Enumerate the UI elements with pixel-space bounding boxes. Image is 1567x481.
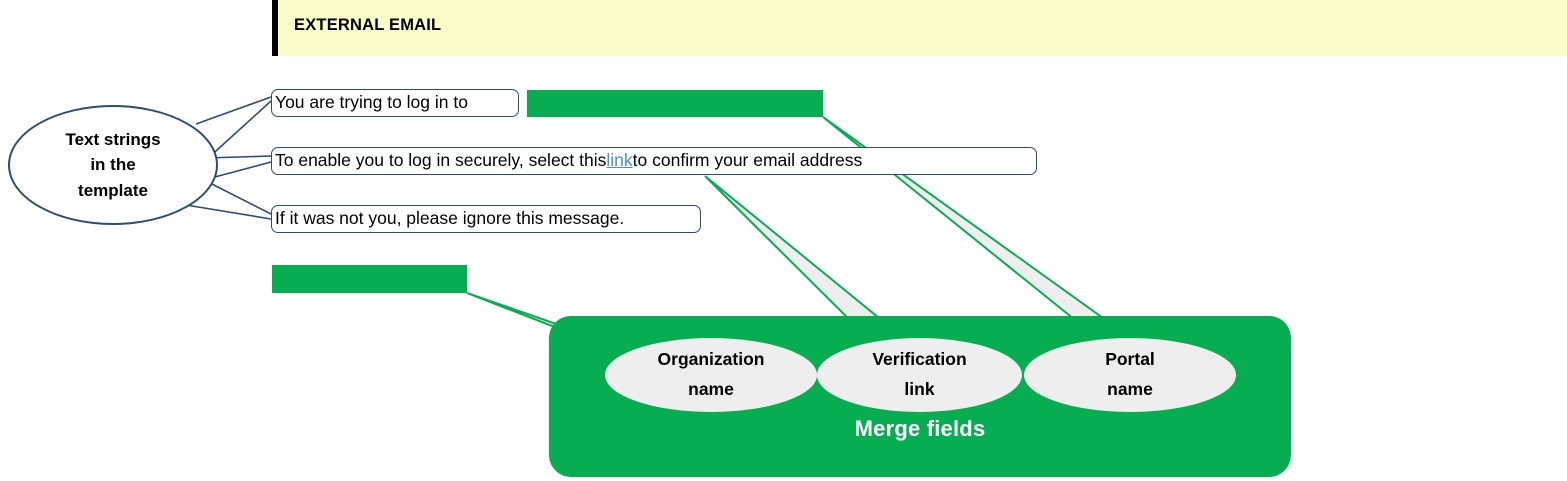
merge-field-1-line2: link [904, 379, 935, 399]
annotation-line-1: Text strings [65, 129, 161, 149]
leader-line-to-line-3-upper [203, 179, 272, 215]
annotation-line-3: template [78, 180, 148, 200]
template-text-1: You are trying to log in to [275, 92, 468, 113]
merge-field-organization-name: Organization name [605, 338, 817, 412]
annotation-ellipse-text-strings: Text strings in the template [8, 105, 218, 225]
merge-field-2-line2: name [1107, 379, 1153, 399]
leader-line-to-line-3-lower [185, 204, 272, 220]
template-text-3: If it was not you, please ignore this me… [275, 208, 625, 229]
template-text-box-1: You are trying to log in to [271, 89, 519, 117]
merge-field-portal-name: Portal name [1024, 338, 1236, 412]
template-text-box-2: To enable you to log in securely, select… [271, 147, 1037, 175]
template-text-2-prefix: To enable you to log in securely, select… [275, 150, 607, 171]
leader-line-to-line-2-lower [210, 161, 272, 179]
merge-placeholder-bar-portal-name [527, 90, 823, 117]
leader-line-to-line-1-lower [205, 100, 272, 161]
external-email-banner-label: EXTERNAL EMAIL [294, 16, 442, 34]
merge-field-verification-link: Verification link [817, 338, 1022, 412]
merge-field-0-line1: Organization [657, 349, 765, 370]
merge-placeholder-bar-organization-name [272, 265, 467, 293]
annotation-line-2: in the [90, 155, 136, 175]
template-text-2-suffix: to confirm your email address [632, 150, 863, 171]
leader-line-to-line-1-upper [195, 96, 272, 125]
merge-field-2-line1: Portal [1105, 349, 1155, 370]
merge-field-0-line2: name [688, 379, 734, 399]
template-text-box-3: If it was not you, please ignore this me… [271, 205, 701, 233]
verification-link-text[interactable]: link [606, 150, 633, 171]
merge-field-1-line1: Verification [872, 349, 967, 370]
merge-fields-title: Merge fields [854, 416, 986, 441]
external-email-banner: EXTERNAL EMAIL [272, 0, 1567, 56]
